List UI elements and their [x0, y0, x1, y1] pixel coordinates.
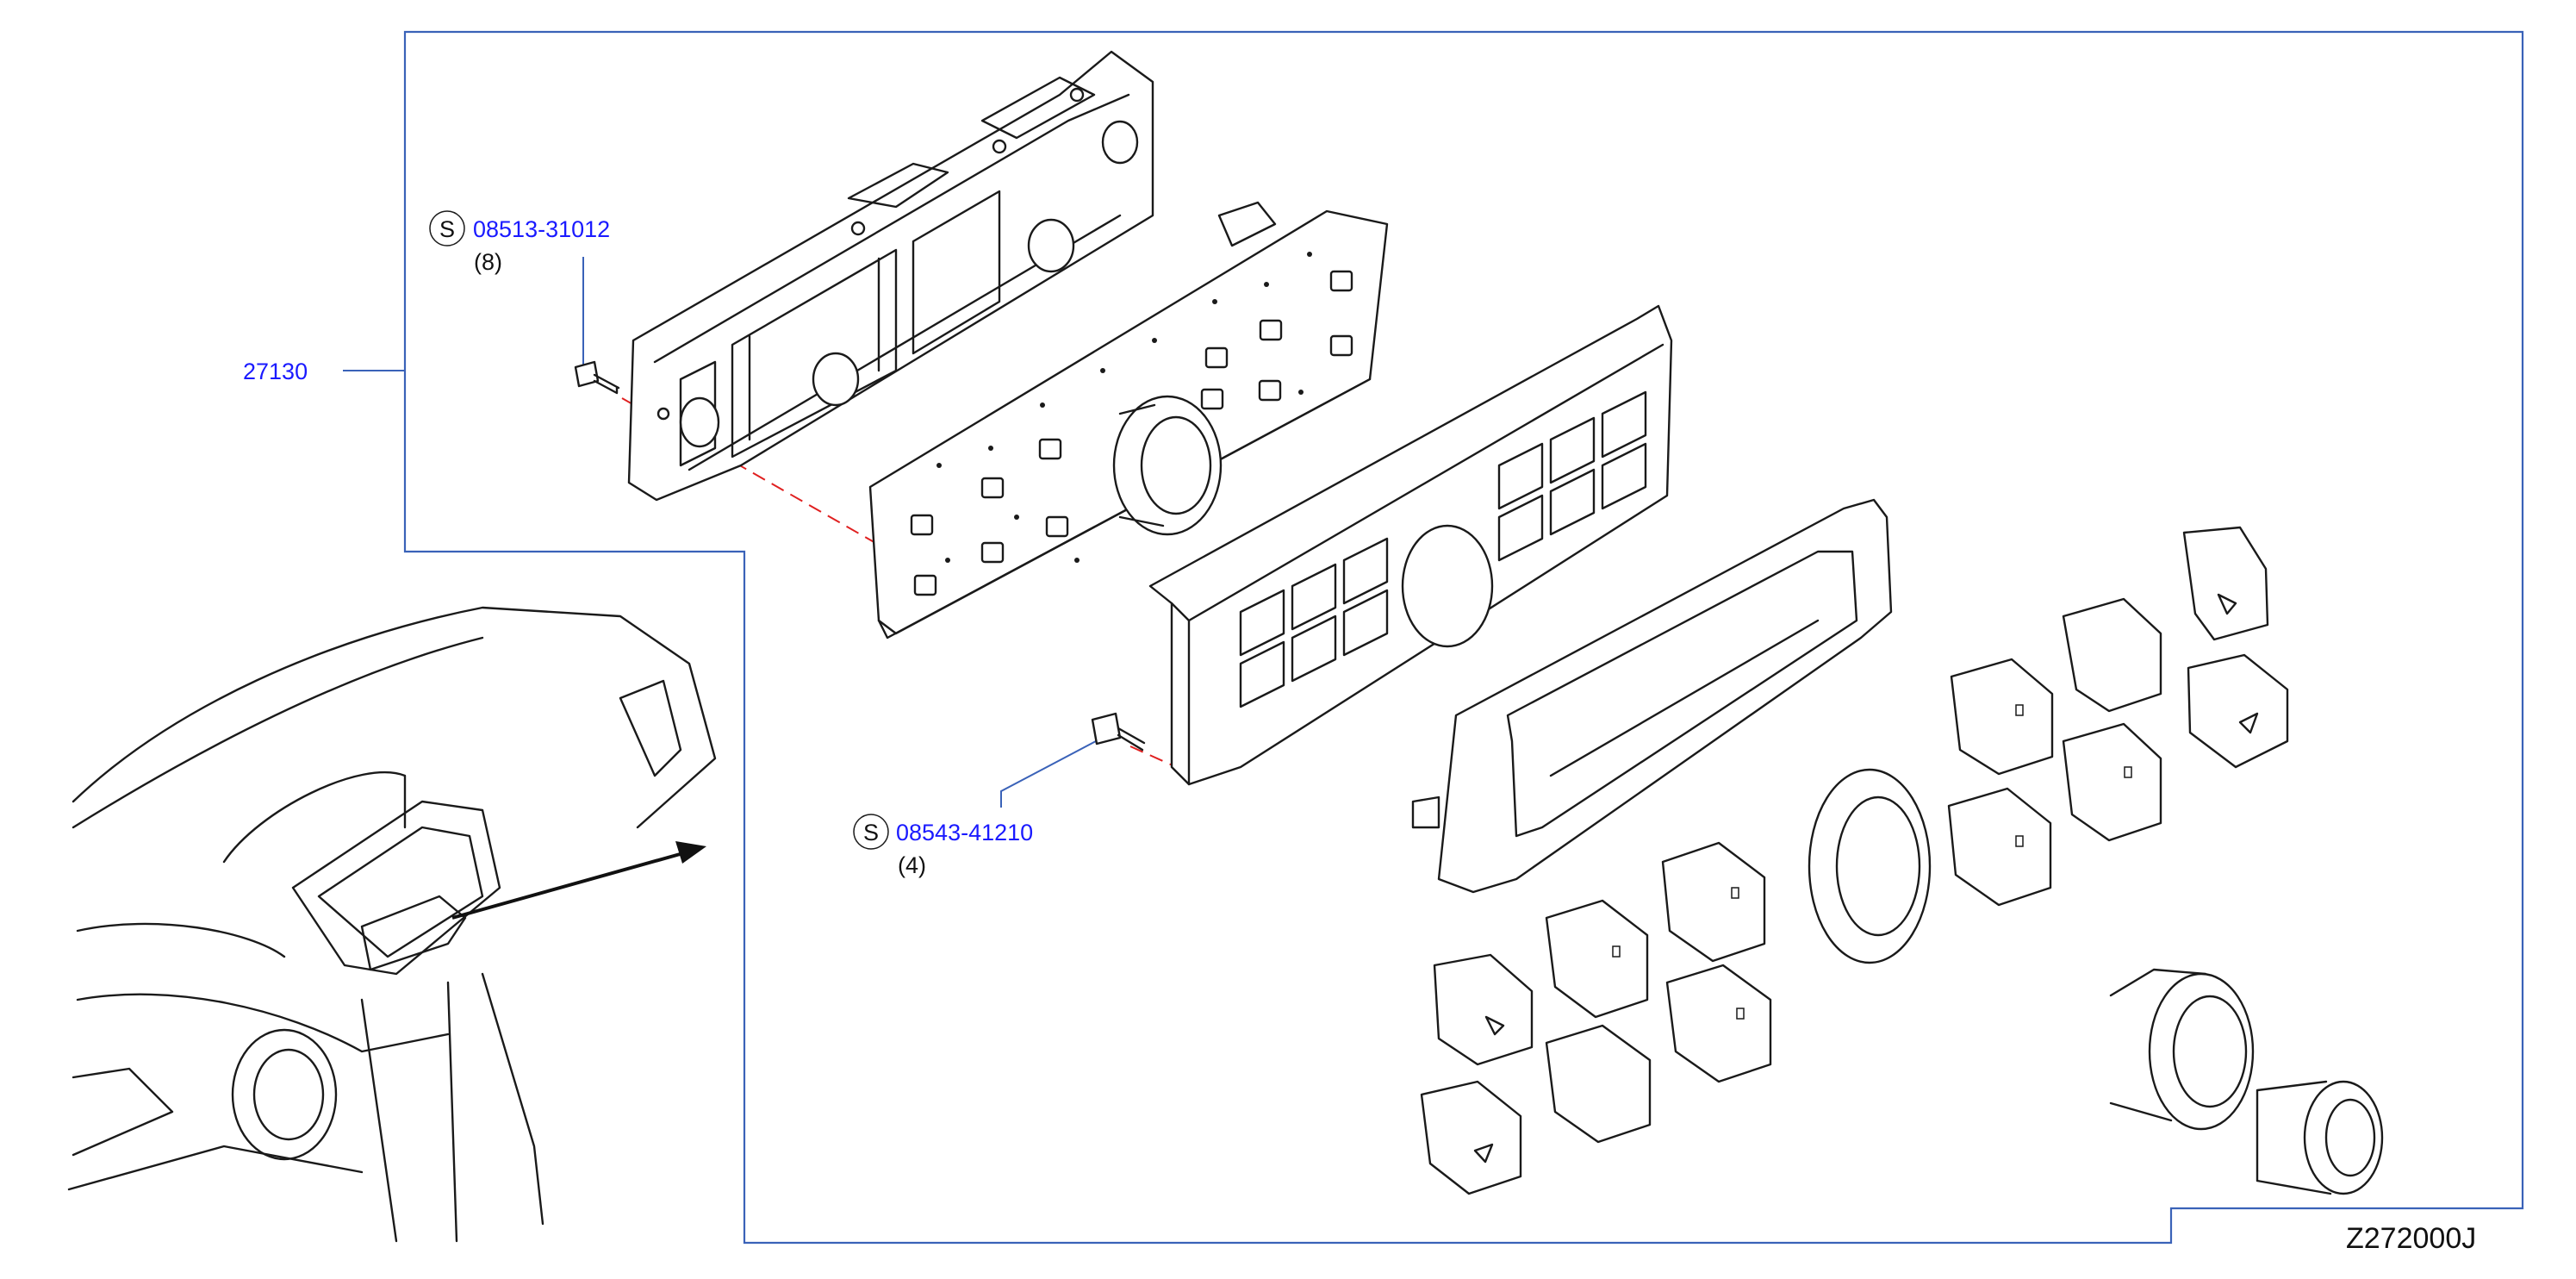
switch-7: [1661, 841, 1766, 963]
switch-triangle-12: [1420, 1080, 1522, 1195]
screw-mid-quantity: (4): [898, 852, 926, 878]
cylinder-knob-part: [2256, 1080, 2384, 1195]
screw-top-part-number[interactable]: 08513-31012: [473, 216, 610, 242]
screw-top-symbol: S: [439, 216, 455, 242]
switch-11: [1545, 1024, 1652, 1144]
screw-mid-leader: [1000, 740, 1097, 808]
outer-bezel-part: [1411, 498, 1893, 894]
service-symbol-icon: [429, 210, 465, 246]
screw-top-part: [574, 360, 620, 395]
ring-knob-part: [1808, 768, 1932, 964]
screw-mid-symbol: S: [863, 820, 879, 845]
switch-2: [2062, 597, 2162, 713]
round-knob-part: [2109, 968, 2255, 1131]
screw-top-quantity: (8): [474, 249, 502, 275]
dashboard-locator-illustration: [67, 606, 717, 1243]
service-symbol-icon: [853, 814, 889, 850]
switch-triangle-3: [2187, 653, 2289, 769]
rear-housing-part: [627, 50, 1154, 502]
screw-mid-part-number[interactable]: 08543-41210: [896, 820, 1033, 845]
part-number-27130[interactable]: 27130: [243, 359, 308, 384]
switch-triangle-10: [1433, 953, 1534, 1066]
screw-mid-part: [1091, 712, 1146, 752]
switch-4: [1950, 658, 2054, 776]
switch-6: [1947, 787, 2052, 907]
assembly-boundary-frame: [403, 30, 2524, 1245]
switch-5: [2062, 722, 2162, 842]
switch-8: [1545, 899, 1649, 1019]
switch-frame-part: [1148, 304, 1673, 786]
circuit-board-part: [868, 201, 1389, 640]
screw-top-callout: S 08513-31012 (8): [429, 210, 610, 275]
diagram-id: Z272000J: [2346, 1222, 2476, 1255]
switch-9: [1665, 964, 1772, 1083]
push-switch-group: [1420, 526, 2384, 1195]
screw-mid-callout: S 08543-41210 (4): [853, 814, 1033, 878]
switch-triangle-1: [2182, 526, 2269, 641]
